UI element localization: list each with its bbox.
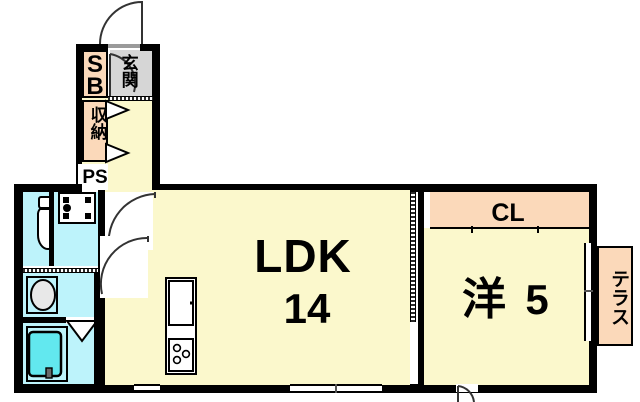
bathtub-icon [26,326,68,382]
shoe-box-label-s: S [86,51,103,78]
shoe-box-label-b: B [86,73,104,100]
wall-lower-top-left [14,184,82,192]
ldk-label: LDK [254,230,352,282]
shoe-box [82,50,108,98]
wall-toilet-washer [49,192,54,266]
wall-hall-top-right [140,44,160,51]
bathroom-door-triangle [65,320,99,343]
kitchen-sink-icon [168,280,194,326]
genkan-label-c1: 玄関 [116,54,138,92]
closet-area [430,192,589,229]
gas-stove-icon [168,338,194,372]
wall-outer-right [589,184,597,393]
entrance-door-swing [99,0,162,46]
washitsu-size-label: 5 [525,276,549,323]
entrance-door-threshold [108,44,140,48]
wall-outer-left [14,184,23,393]
ldk-washitsu-sliding-door [410,192,416,322]
wall-ldk-washitsu [418,190,424,385]
genkan-area [110,50,152,98]
closet-sliding-door [430,226,590,234]
storage-door-lower [105,142,131,164]
wall-wet-right [94,273,99,385]
washitsu-label: 洋 [462,274,506,325]
wall-hall-top-left [76,44,108,51]
closet-label: CL [491,199,525,227]
washitsu-door-swing [456,385,482,402]
washitsu-window-mullion [584,290,593,292]
terrace-label: テラス [608,268,630,326]
washitsu-room [423,228,589,385]
genkan-inner-door-swing [108,52,138,96]
genkan-step-line [108,96,153,101]
washbasin-icon [26,276,64,314]
washroom-door-opening [100,236,148,298]
ldk-size-label: 14 [283,285,331,332]
storage-label-text: 収納 [86,106,107,140]
washitsu-terrace-window [584,243,593,341]
storage-closet [82,100,108,162]
wall-lower-top-right [152,184,597,192]
pipe-shaft [78,164,108,190]
storage-label: 収納 [84,106,108,144]
genkan-label: 玄関 [117,54,138,88]
wall-hall-left [76,44,82,190]
ldk-vent [134,384,160,392]
ldk-room [104,190,410,385]
washroom-door-swing [99,236,150,298]
wall-washroom-bath [23,317,98,323]
wall-hall-right [152,44,160,190]
storage-door-upper [105,99,131,121]
washing-machine-pan-icon [58,192,96,224]
pipe-shaft-label: PS [82,167,108,188]
washroom-step-hatch [23,268,98,273]
terrace-area [597,246,633,346]
ldk-window-mullion [335,384,337,393]
washitsu-door-opening [456,384,478,392]
